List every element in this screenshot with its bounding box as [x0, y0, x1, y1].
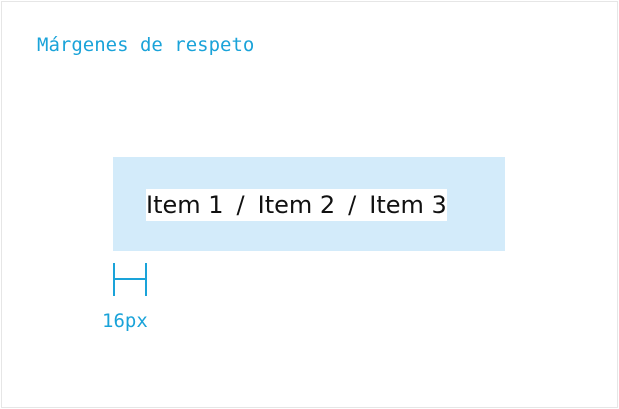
- measurement-label: 16px: [102, 310, 148, 332]
- breadcrumb-separator: /: [236, 191, 245, 219]
- breadcrumb-separator: /: [348, 191, 357, 219]
- breadcrumb-item-1: Item 1: [146, 191, 224, 219]
- breadcrumb: Item 1 / Item 2 / Item 3: [146, 189, 447, 221]
- measurement-bracket-icon: [113, 263, 147, 296]
- page-title: Márgenes de respeto: [37, 34, 255, 56]
- breadcrumb-item-3: Item 3: [369, 191, 447, 219]
- breadcrumb-item-2: Item 2: [257, 191, 336, 219]
